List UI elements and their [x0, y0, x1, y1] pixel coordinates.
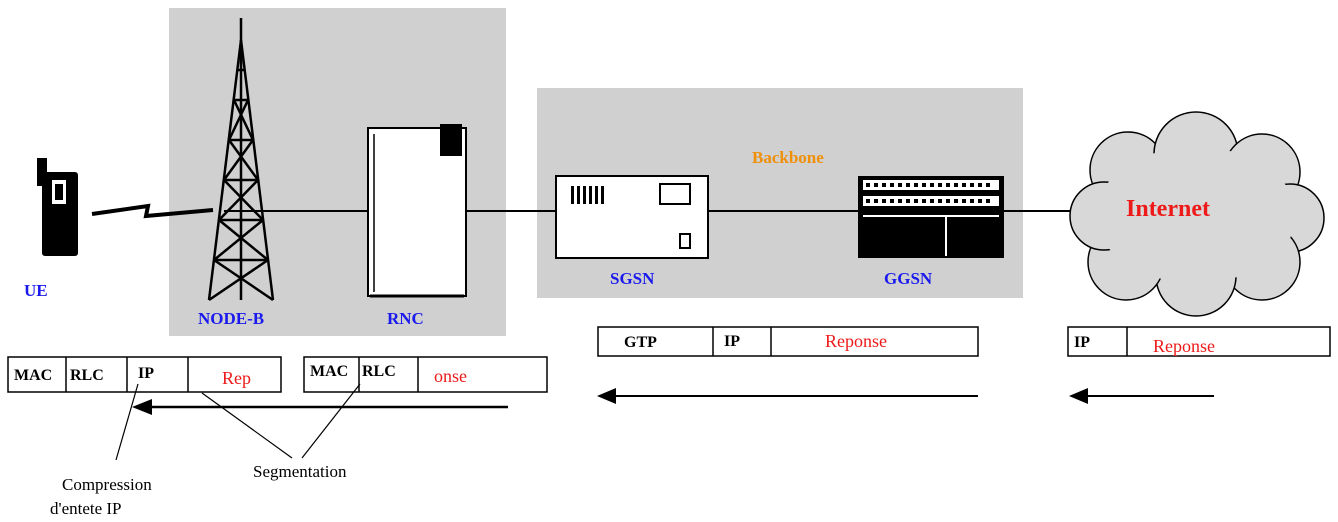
compression-pointer-line [115, 383, 139, 461]
node-b-tower-icon [207, 18, 275, 302]
ggsn-label: GGSN [884, 269, 933, 288]
arrow-radio-left [132, 399, 508, 415]
segmentation-pointer-line-2 [301, 383, 361, 459]
ue-phone-icon [37, 158, 78, 256]
core-ip-cell: IP [724, 333, 740, 350]
radio-frame-1 [7, 356, 282, 393]
rnc-cabinet-icon [367, 124, 467, 298]
frame2-payload-cell: onse [434, 366, 467, 386]
frame1-mac-cell: MAC [14, 367, 52, 384]
internet-cloud-fill [1096, 147, 1296, 283]
internet-frame [1067, 326, 1331, 357]
node-b-label: NODE-B [198, 309, 264, 328]
core-frame [597, 326, 979, 357]
sgsn-label: SGSN [610, 269, 655, 288]
radio-link-bolt-icon [91, 203, 214, 219]
rnc-label: RNC [387, 309, 424, 328]
arrow-internet-left [1069, 388, 1214, 404]
backbone-label: Backbone [752, 148, 824, 167]
radio-frame-2 [303, 356, 548, 393]
ggsn-router-icon [858, 176, 1004, 258]
ue-label: UE [24, 281, 48, 300]
internet-ip-cell: IP [1074, 334, 1090, 351]
sgsn-server-icon [555, 175, 709, 259]
segmentation-pointer-line-1 [201, 392, 293, 459]
frame1-rlc-cell: RLC [70, 367, 104, 384]
core-gtp-cell: GTP [624, 334, 657, 351]
frame2-rlc-cell: RLC [362, 363, 396, 380]
compression-label-line2: d'entete IP [50, 499, 122, 518]
segmentation-label: Segmentation [253, 462, 347, 481]
internet-payload-cell: Reponse [1153, 336, 1215, 356]
compression-label-line1: Compression [62, 475, 152, 494]
internet-label: Internet [1126, 196, 1210, 222]
frame1-ip-cell: IP [138, 365, 154, 382]
frame1-payload-cell: Rep [222, 368, 251, 388]
frame2-mac-cell: MAC [310, 363, 348, 380]
core-payload-cell: Reponse [825, 331, 887, 351]
arrow-core-left [597, 388, 978, 404]
